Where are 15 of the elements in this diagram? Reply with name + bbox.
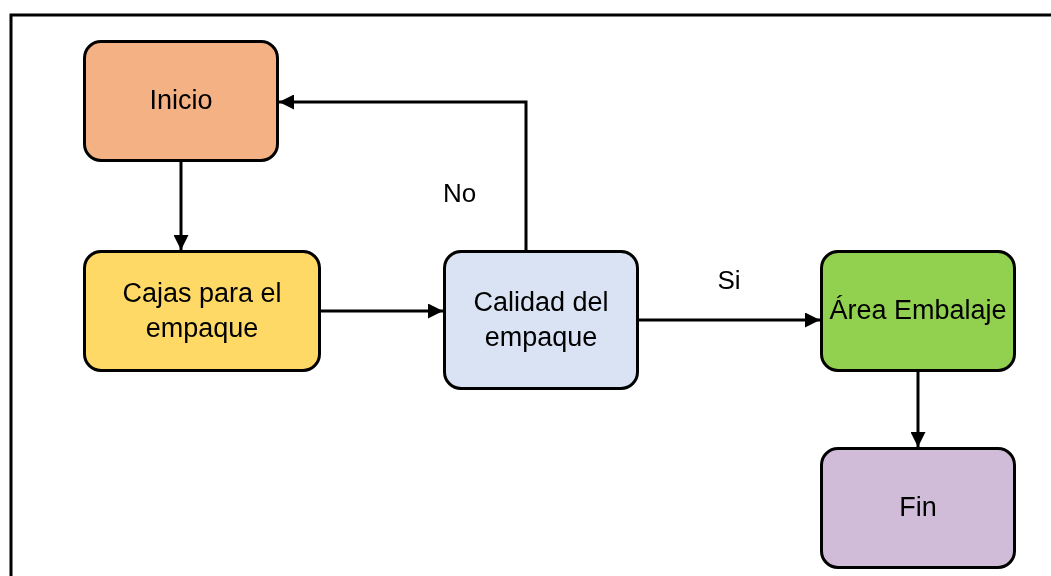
- process-box: [83, 250, 321, 372]
- process-box: [443, 250, 639, 390]
- process-box: [83, 40, 279, 162]
- arrow: [321, 303, 443, 319]
- arrow: [910, 372, 926, 447]
- arrow: [279, 94, 528, 250]
- node-label: Calidad del empaque: [472, 285, 610, 354]
- node-label: Fin: [899, 491, 937, 525]
- process-box: [820, 447, 1016, 569]
- process-box: [820, 250, 1016, 372]
- arrow: [639, 312, 820, 328]
- node-label: Área Embalaje: [829, 294, 1007, 328]
- arrow: [173, 162, 189, 250]
- node-label: Cajas para el empaque: [121, 276, 283, 345]
- node-label: Inicio: [149, 84, 213, 118]
